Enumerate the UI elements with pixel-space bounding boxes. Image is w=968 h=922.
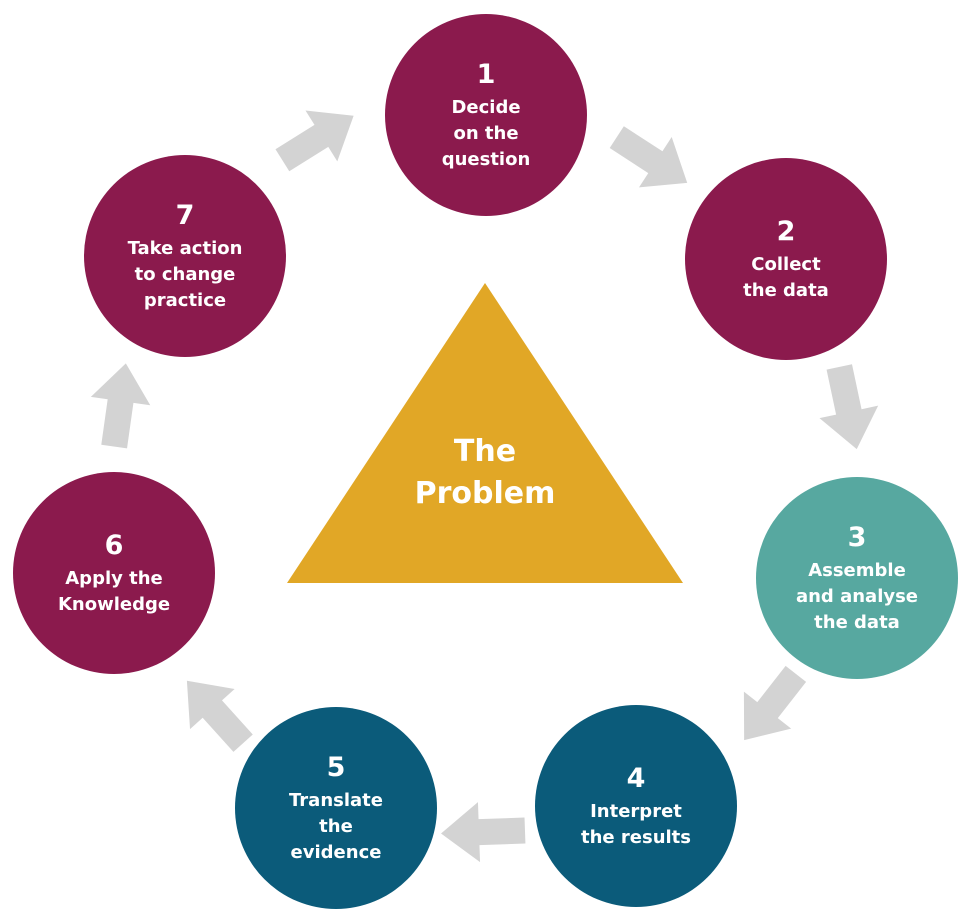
arrow-5-to-6	[186, 680, 253, 752]
arrow-1-to-2	[609, 126, 688, 188]
step-3-label-line-1: Assemble	[808, 560, 906, 581]
step-3-number: 3	[848, 522, 867, 553]
step-1-circle	[385, 14, 587, 216]
step-6-circle	[13, 472, 215, 674]
center-label-line2: Problem	[415, 476, 556, 511]
step-2-number: 2	[777, 216, 796, 247]
step-7-label-line-3: practice	[144, 290, 226, 311]
step-2-label-line-2: the data	[743, 280, 829, 301]
arrow-6-to-7	[90, 363, 151, 449]
step-4-number: 4	[627, 763, 646, 794]
step-3-circle	[756, 477, 958, 679]
step-1-label-line-2: on the	[453, 123, 518, 144]
arrow-4-to-5	[441, 802, 526, 863]
step-2-circle	[685, 158, 887, 360]
step-1-label-line-3: question	[442, 149, 531, 170]
step-6-number: 6	[105, 530, 124, 561]
step-4-label-line-2: the results	[581, 827, 691, 848]
step-7-circle	[84, 155, 286, 357]
step-7-label-line-1: Take action	[128, 238, 243, 259]
step-3-label-line-2: and analyse	[796, 586, 918, 607]
step-7-label-line-2: to change	[135, 264, 236, 285]
center-triangle	[287, 283, 683, 583]
step-5-circle	[235, 707, 437, 909]
step-1-label-line-1: Decide	[451, 97, 520, 118]
step-1-number: 1	[477, 59, 496, 90]
arrow-3-to-4	[743, 665, 807, 741]
arrow-7-to-1	[275, 110, 354, 172]
step-5-number: 5	[327, 752, 346, 783]
step-6-label-line-1: Apply the	[65, 568, 163, 589]
step-7-number: 7	[176, 200, 195, 231]
step-3-label-line-3: the data	[814, 612, 900, 633]
step-6-label-line-2: Knowledge	[58, 594, 170, 615]
step-5-label-line-3: evidence	[291, 842, 382, 863]
step-4-circle	[535, 705, 737, 907]
step-5-label-line-2: the	[319, 816, 353, 837]
step-5-label-line-1: Translate	[289, 790, 383, 811]
arrow-2-to-3	[819, 364, 879, 450]
center-label-line1: The	[454, 434, 516, 469]
arrows-layer	[90, 110, 879, 863]
step-4-label-line-1: Interpret	[590, 801, 682, 822]
step-2-label-line-1: Collect	[751, 254, 821, 275]
